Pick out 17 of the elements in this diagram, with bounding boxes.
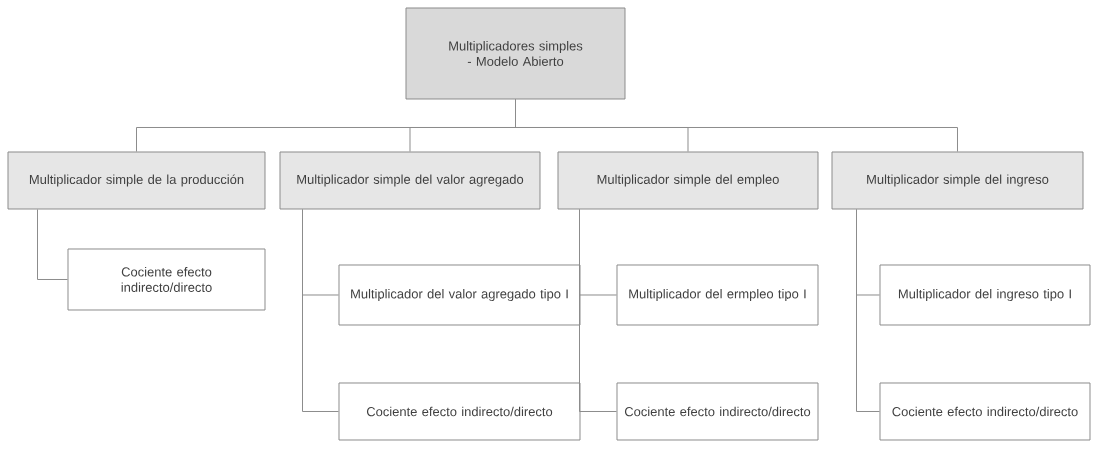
category-box: Multiplicador simple del empleo — [557, 151, 819, 210]
leaf-box: Cociente efecto indirecto/directo — [67, 248, 266, 311]
leaf-box: Cociente efecto indirecto/directo — [616, 382, 819, 441]
connector-line — [515, 99, 958, 152]
category-box: Multiplicador simple del ingreso — [831, 151, 1084, 210]
connector-line — [302, 209, 339, 412]
category-box: Multiplicador simple del valor agregado — [279, 151, 541, 210]
leaf-box: Multiplicador del ermpleo tipo I — [616, 264, 819, 326]
root-box: Multiplicadores simples - Modelo Abierto — [405, 7, 626, 100]
leaf-box: Cociente efecto indirecto/directo — [338, 382, 581, 441]
leaf-box: Cociente efecto indirecto/directo — [879, 382, 1091, 441]
leaf-box: Multiplicador del valor agregado tipo I — [338, 264, 581, 326]
connector-line — [37, 209, 68, 280]
connector-line — [579, 209, 617, 412]
connector-line — [856, 209, 880, 412]
leaf-box: Multiplicador del ingreso tipo I — [879, 264, 1091, 326]
category-box: Multiplicador simple de la producción — [7, 151, 266, 210]
